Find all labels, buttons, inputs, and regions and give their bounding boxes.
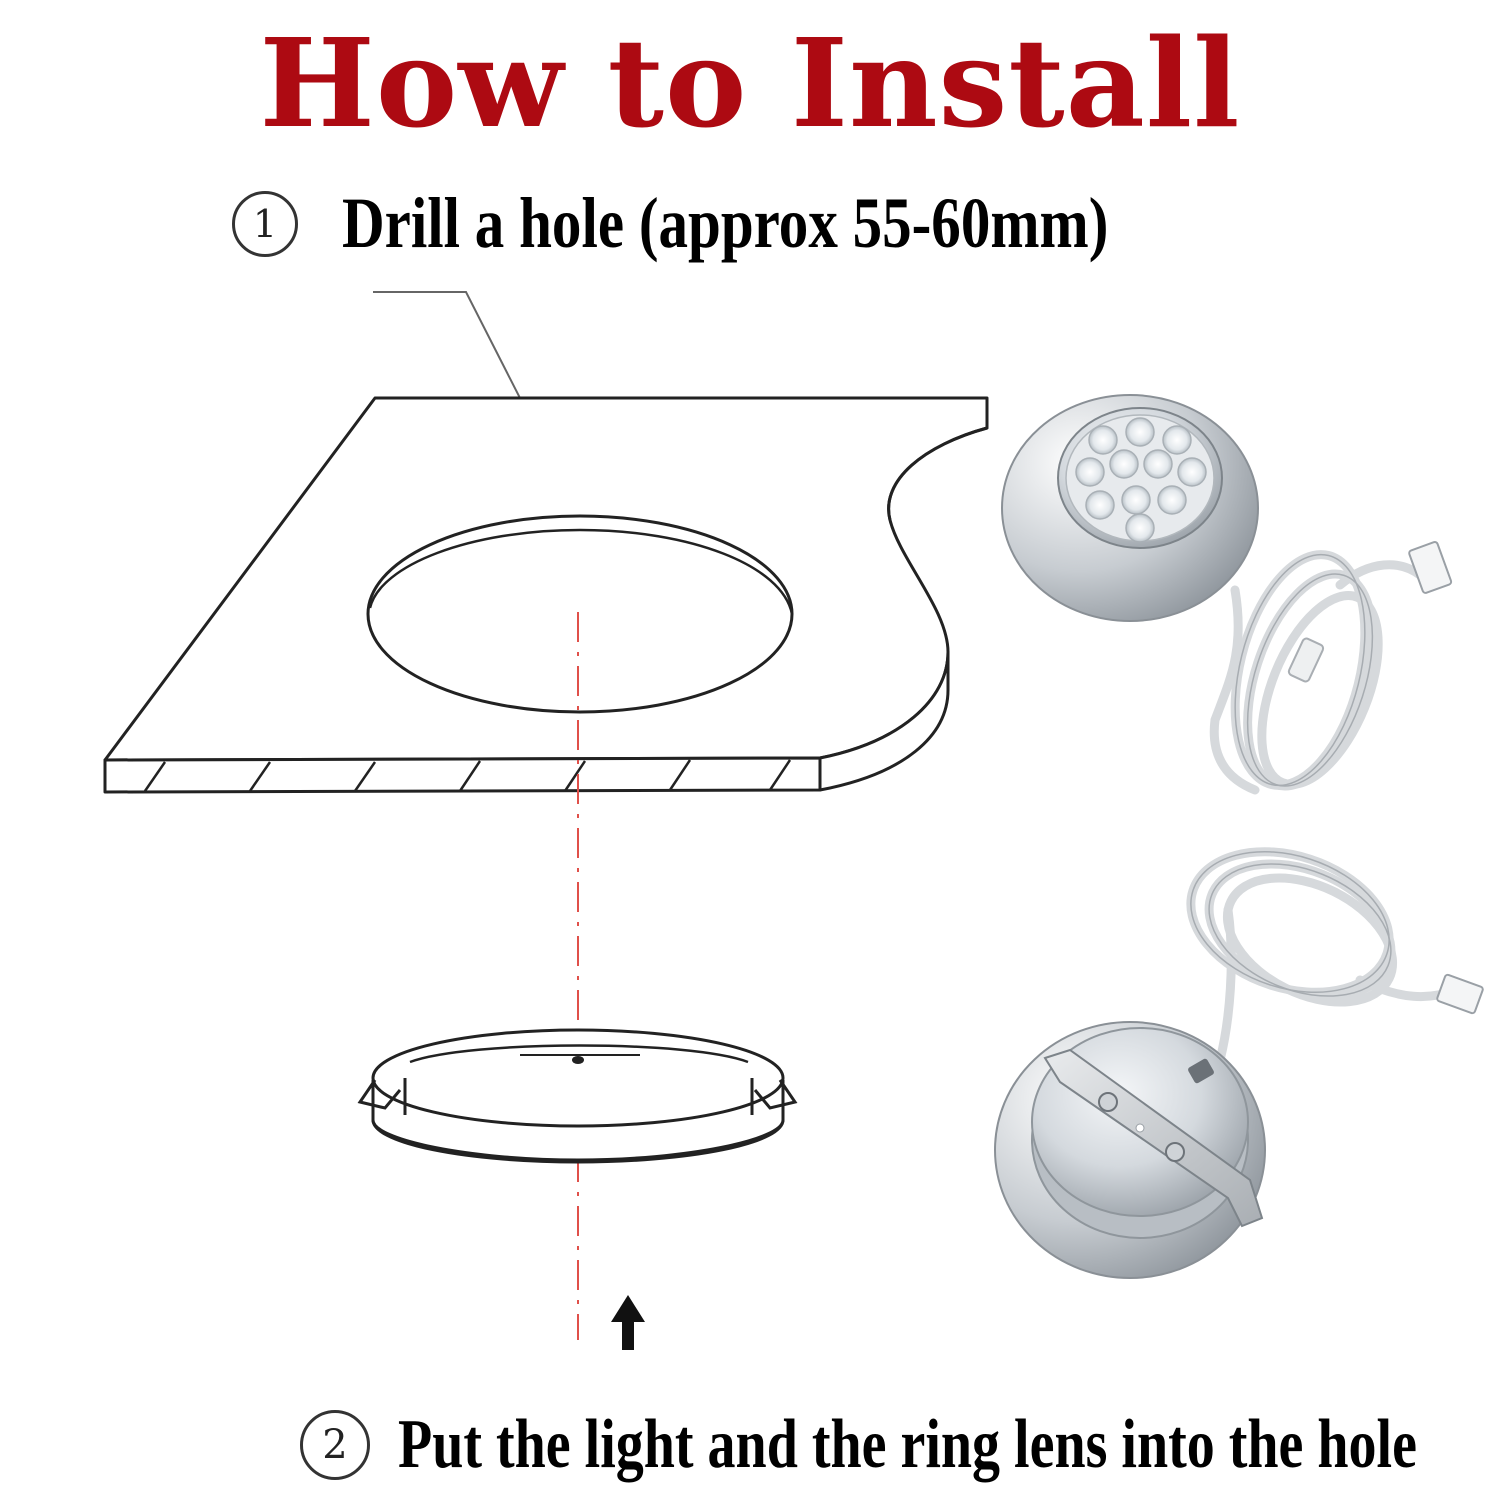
led-puck-light-front	[1001, 394, 1453, 795]
step-2: 2 Put the light and the ring lens into t…	[300, 1405, 1500, 1485]
step-1: 1 Drill a hole (approx 55-60mm)	[232, 182, 1277, 265]
led-puck-light-back	[994, 847, 1484, 1279]
step-2-text: Put the light and the ring lens into the…	[398, 1406, 1417, 1483]
page-title: How to Install	[259, 11, 1241, 155]
step-1-number: 1	[232, 190, 298, 257]
panel-edge-hatch	[143, 759, 792, 792]
arrow-up-icon	[611, 1295, 645, 1350]
light-fixture-drawing	[357, 1028, 798, 1164]
fixture-center-dot	[572, 1056, 584, 1064]
drilled-hole	[366, 514, 794, 714]
step-2-number: 2	[300, 1410, 370, 1480]
step-1-text: Drill a hole (approx 55-60mm)	[342, 183, 1109, 263]
